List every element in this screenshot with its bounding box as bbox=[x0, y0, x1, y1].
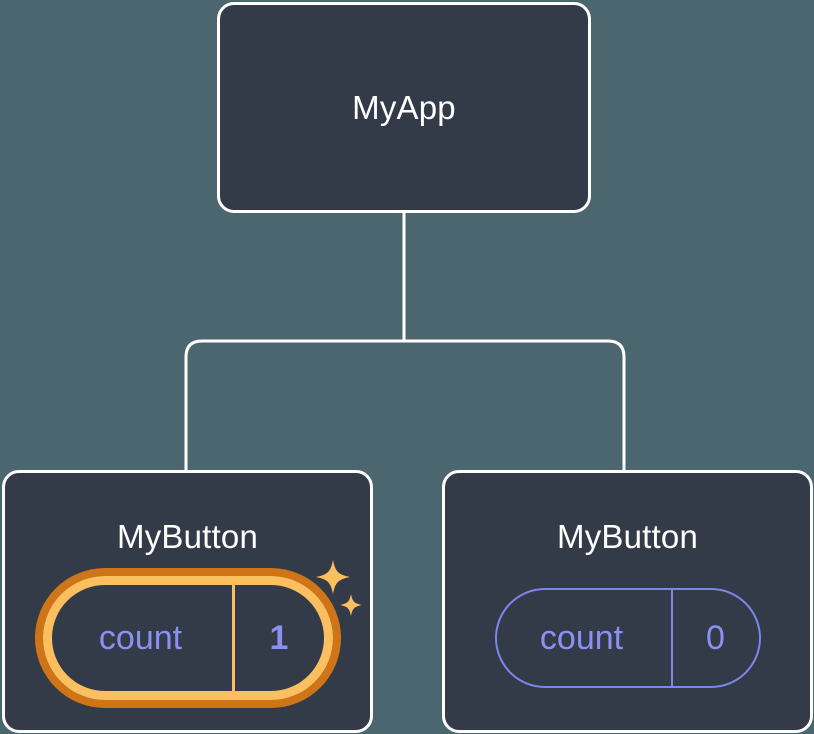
state-pill-wrapper: count 1 bbox=[42, 560, 362, 700]
state-pill-wrapper: count 0 bbox=[494, 588, 761, 688]
state-pill[interactable]: count 0 bbox=[494, 588, 761, 688]
sparkle-group bbox=[311, 558, 371, 628]
tree-node-mybutton-highlighted[interactable]: MyButton count 1 bbox=[2, 470, 373, 733]
state-key: count bbox=[539, 619, 624, 657]
edge-branch-left bbox=[184, 339, 404, 470]
edge-branch-right bbox=[404, 339, 626, 470]
state-value: 1 bbox=[231, 585, 324, 691]
tree-node-myapp[interactable]: MyApp bbox=[217, 2, 591, 213]
node-label: MyApp bbox=[352, 89, 456, 126]
state-key: count bbox=[98, 619, 183, 657]
tree-node-mybutton-plain[interactable]: MyButton count 0 bbox=[442, 470, 813, 733]
sparkle-small-icon bbox=[339, 594, 362, 616]
sparkle-large-icon bbox=[315, 560, 350, 594]
node-label: MyButton bbox=[557, 518, 698, 555]
state-pill-highlighted[interactable]: count 1 bbox=[42, 576, 333, 700]
node-label: MyButton bbox=[117, 518, 258, 555]
state-value: 0 bbox=[670, 590, 759, 686]
